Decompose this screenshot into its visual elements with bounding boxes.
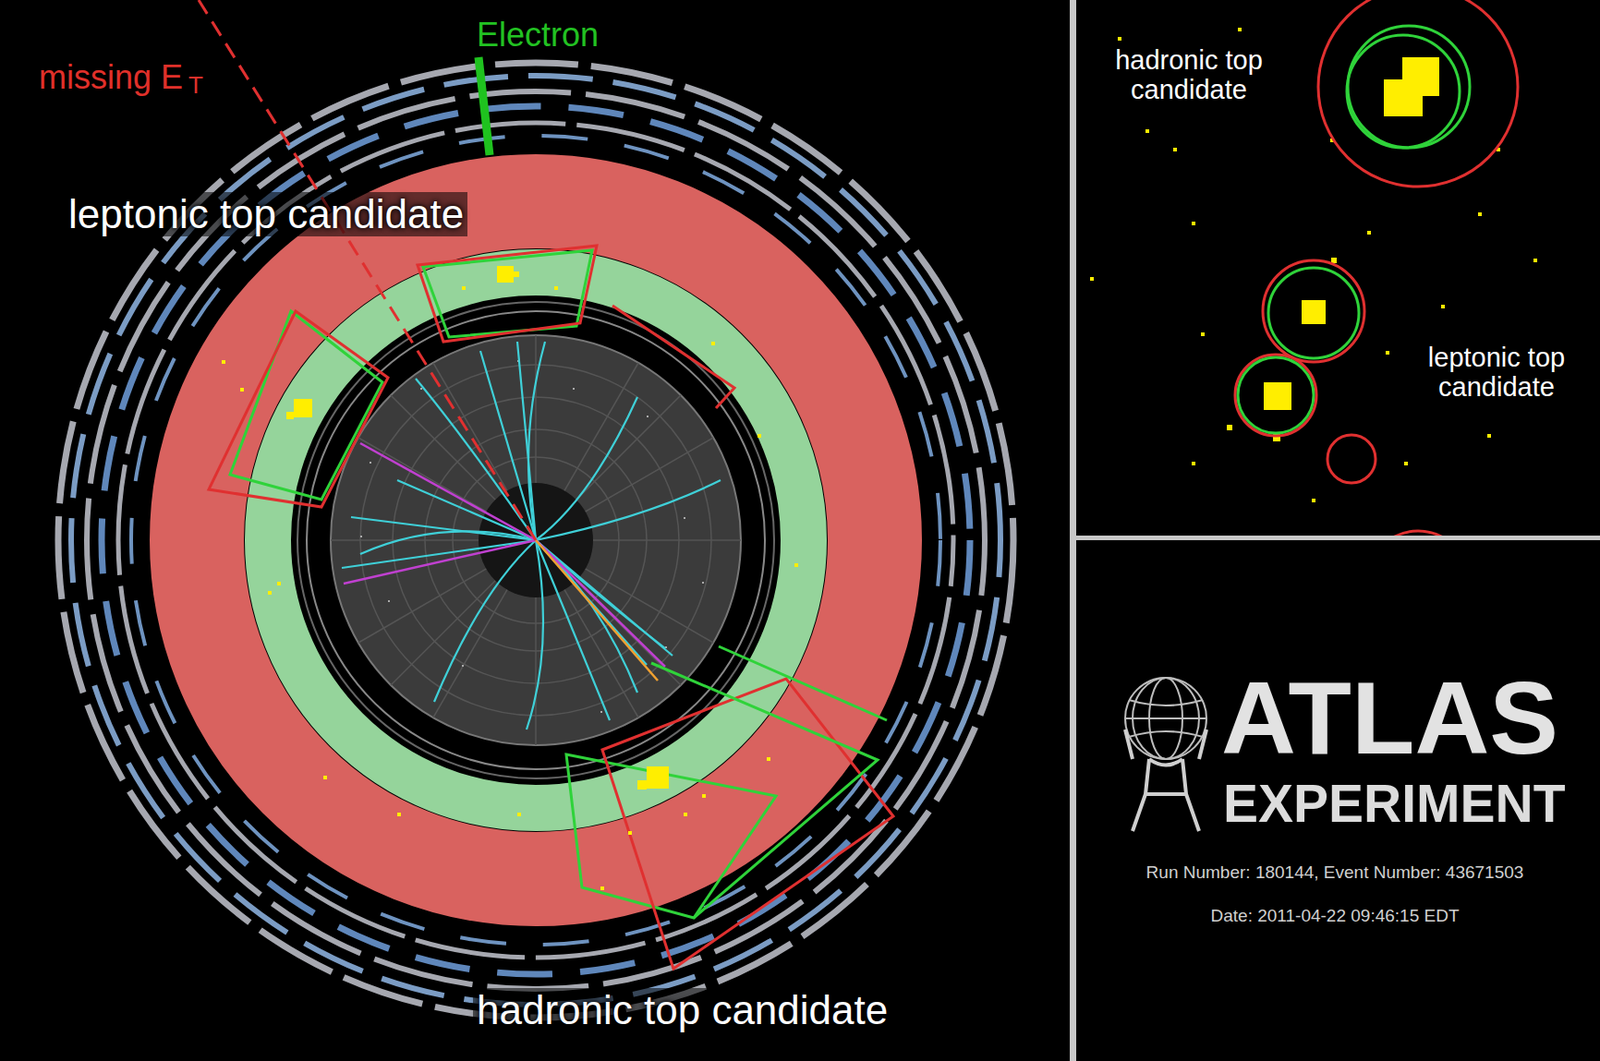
atlas-figure [1125, 678, 1207, 832]
annotation-label: hadronic top candidate [1091, 46, 1286, 106]
missing-et-line [198, 0, 536, 541]
annotation-label: leptonic top candidate [64, 192, 468, 237]
logo-text: ATLAS [1221, 666, 1559, 771]
annotation-label: leptonic top candidate [1399, 343, 1594, 403]
jet-circles [1235, 0, 1518, 536]
particle-label: Electron [472, 16, 603, 54]
logo-text: EXPERIMENT [1223, 777, 1566, 831]
electron-deposit [478, 57, 490, 156]
eta-phi-view [1090, 0, 1538, 536]
panel-divider [1069, 0, 1077, 1061]
detector-view [58, 0, 1014, 1019]
annotation-label: hadronic top candidate [472, 988, 892, 1033]
subscript-label: T [184, 72, 207, 99]
event-info: Run Number: 180144, Event Number: 436715… [1073, 863, 1597, 884]
event-info: Date: 2011-04-22 09:46:15 EDT [1073, 907, 1597, 927]
axis-label: missing E [35, 59, 187, 97]
jet-cones [208, 245, 894, 970]
energy-cells [1090, 27, 1538, 503]
tracks [341, 341, 721, 730]
panel-divider [1076, 535, 1600, 541]
track [535, 540, 658, 681]
energy-deposits [221, 266, 799, 891]
